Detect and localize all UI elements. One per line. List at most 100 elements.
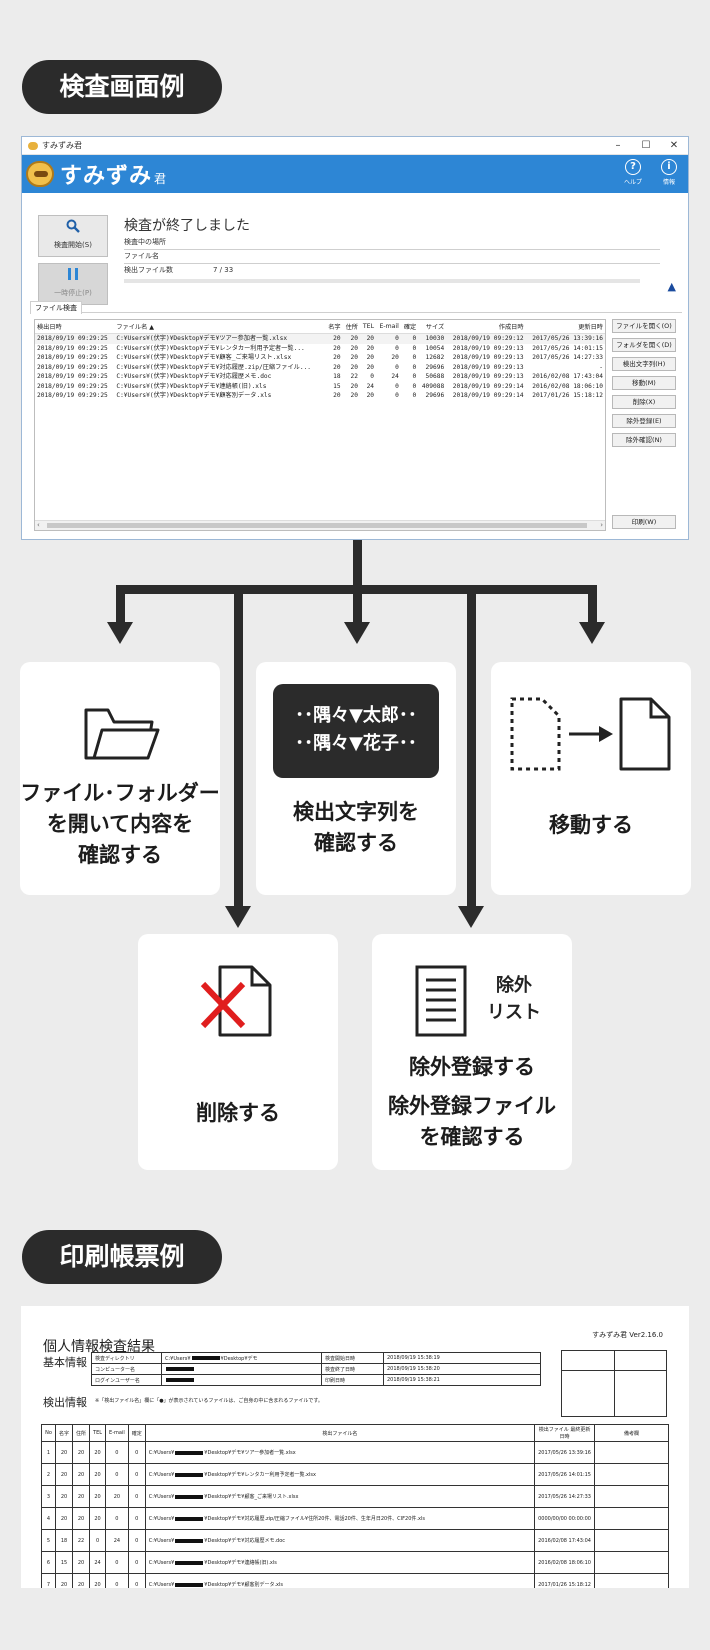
table-cell: 2018/09/19 09:29:25	[37, 392, 108, 399]
table-cell: 2018/09/19 09:29:14	[452, 382, 524, 390]
report-file-path-tail: ¥Desktop¥デモ¥顧客_ご来場リスト.xlsx	[204, 1494, 299, 1500]
column-header[interactable]: TEL	[359, 320, 377, 334]
pause-button[interactable]: 一時停止(P)	[38, 263, 108, 305]
redacted-text	[166, 1366, 194, 1371]
exclude-register-button[interactable]: 除外登録(E)	[612, 414, 676, 428]
scrollbar-thumb[interactable]	[47, 523, 587, 528]
delete-button[interactable]: 削除(X)	[612, 395, 676, 409]
collapse-triangle-icon[interactable]: ▲	[667, 280, 676, 293]
card-detect-line-2: 確認する	[314, 831, 398, 855]
column-header[interactable]: E-mail	[376, 320, 401, 334]
table-cell: 20	[391, 354, 399, 361]
report-cell: 0	[127, 1529, 146, 1552]
report-info-value	[161, 1363, 322, 1375]
table-cell: 0	[412, 354, 417, 361]
report-cell: 0	[105, 1573, 129, 1588]
redacted-text	[175, 1450, 204, 1455]
report-cell: 24	[89, 1551, 107, 1574]
column-header[interactable]: 検出日時	[35, 320, 115, 334]
column-header[interactable]: ファイル名 ▲	[114, 320, 326, 334]
column-header[interactable]: 名字	[325, 320, 343, 334]
table-cell: 2018/09/19 09:29:13	[452, 363, 524, 371]
table-cell: 22	[350, 373, 358, 380]
connector-to-move	[588, 585, 597, 623]
table-cell: 20	[333, 354, 341, 361]
report-cell: 20	[72, 1573, 91, 1588]
table-cell: 0	[412, 363, 417, 371]
scan-start-button[interactable]: 検査開始(S)	[38, 215, 108, 257]
report-note: ※「検出ファイル名」欄に「●」が表示されているファイルは、ご自身の中に含まれるフ…	[95, 1398, 323, 1404]
report-modified-date: 2017/01/26 15:18:12	[534, 1573, 595, 1588]
report-info-value: 2018/09/19 15:38:19	[383, 1352, 541, 1364]
scroll-left-icon[interactable]: ‹	[37, 521, 40, 529]
horizontal-scrollbar[interactable]: ‹ ›	[35, 520, 605, 530]
report-cell: 20	[54, 1441, 74, 1464]
tab-file-scan[interactable]: ファイル検査	[30, 301, 82, 314]
table-cell: 0	[395, 344, 399, 352]
report-modified-date: 2017/05/26 13:39:16	[534, 1441, 595, 1464]
print-button[interactable]: 印刷(W)	[612, 515, 676, 529]
column-header[interactable]: 住所	[342, 320, 360, 334]
report-file-path-tail: ¥Desktop¥デモ¥レンタカー利用予定者一覧.xlsx	[204, 1472, 316, 1478]
report-info-label: コンピューター名	[91, 1363, 162, 1375]
report-cell: 20	[72, 1507, 91, 1530]
report-file-path: C:¥Users¥¥Desktop¥デモ¥レンタカー利用予定者一覧.xlsx	[144, 1463, 536, 1486]
report-modified-date: 2016/02/08 18:06:10	[534, 1551, 595, 1574]
table-cell: 2018/09/19 09:29:25	[37, 354, 108, 361]
report-cell: 15	[54, 1551, 74, 1574]
scroll-right-icon[interactable]: ›	[600, 521, 603, 529]
report-cell: 20	[105, 1485, 129, 1508]
exclude-confirm-button[interactable]: 除外確認(N)	[612, 433, 676, 447]
open-file-button[interactable]: ファイルを開く(O)	[612, 319, 676, 333]
info-button[interactable]: i 情報	[654, 159, 684, 186]
column-header[interactable]: 確定	[400, 320, 419, 334]
close-icon[interactable]: ✕	[669, 140, 679, 151]
search-icon	[39, 216, 107, 240]
window-title: すみずみ君	[42, 141, 82, 150]
table-cell: 20	[366, 344, 375, 352]
card-open-file-folder: ファイル･フォルダー を開いて内容を 確認する	[20, 662, 220, 895]
card-open-text: ファイル･フォルダー を開いて内容を 確認する	[20, 778, 220, 871]
open-folder-button[interactable]: フォルダを開く(D)	[612, 338, 676, 352]
stamp-cell	[561, 1350, 615, 1371]
redacted-text	[166, 1377, 194, 1382]
report-cell: 0	[127, 1485, 146, 1508]
table-cell: C:¥Users¥(伏字)¥Desktop¥デモ¥ツアー参加者一覧.xlsx	[114, 333, 326, 344]
table-cell: 0	[412, 382, 417, 390]
report-cell: 20	[72, 1441, 91, 1464]
move-button[interactable]: 移動(M)	[612, 376, 676, 390]
maximize-icon[interactable]: ☐	[641, 140, 651, 151]
table-cell: 2017/05/26 14:01:15	[532, 344, 603, 352]
exclusion-list-label: 除外 リスト	[482, 972, 546, 1026]
report-cell: 20	[54, 1463, 74, 1486]
report-title: 個人情報検査結果	[43, 1339, 155, 1355]
report-file-path-tail: ¥Desktop¥デモ¥ツアー参加者一覧.xlsx	[204, 1450, 296, 1456]
table-cell: 2017/01/26 15:18:12	[532, 392, 603, 399]
card-move-text: 移動する	[491, 810, 691, 841]
table-cell: 24	[391, 373, 399, 380]
help-button[interactable]: ? ヘルプ	[618, 159, 648, 186]
report-cell: 20	[72, 1463, 91, 1486]
report-column-header: TEL	[89, 1424, 107, 1442]
column-header[interactable]: 更新日時	[525, 320, 605, 334]
report-file-path-tail: ¥Desktop¥デモ¥連絡帳(旧).xls	[204, 1560, 277, 1566]
report-info-label: 検査終了日時	[321, 1363, 384, 1375]
report-column-header: 備考欄	[594, 1424, 669, 1442]
table-cell: 50688	[425, 373, 445, 380]
report-cell: 7	[41, 1573, 56, 1588]
detected-string-button[interactable]: 検出文字列(H)	[612, 357, 676, 371]
report-column-header: 検出ファイル名	[144, 1424, 536, 1442]
column-header[interactable]: 作成日時	[446, 320, 526, 334]
minimize-icon[interactable]: –	[615, 140, 621, 151]
column-header[interactable]: サイズ	[418, 320, 447, 334]
